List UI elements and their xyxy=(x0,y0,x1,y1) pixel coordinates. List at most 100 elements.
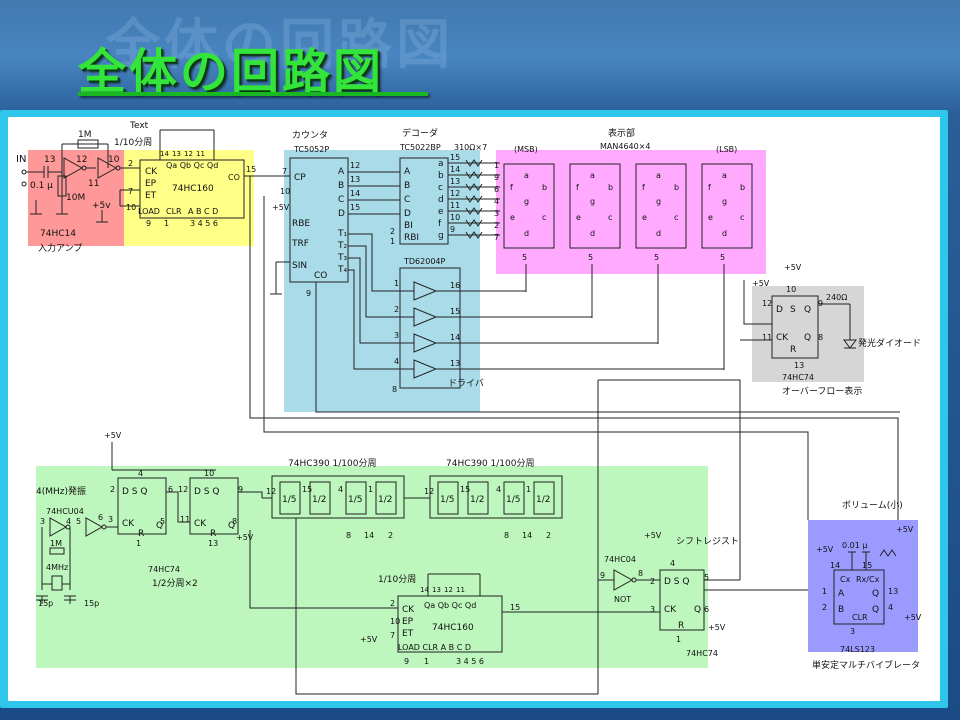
svg-text:9: 9 xyxy=(404,657,409,666)
ic-tc5022bp: TC5022BP xyxy=(399,143,441,152)
svg-text:2: 2 xyxy=(822,603,827,612)
svg-text:15: 15 xyxy=(450,307,460,316)
svg-text:f: f xyxy=(510,183,513,192)
svg-text:15: 15 xyxy=(460,485,470,494)
display-label: 表示部 xyxy=(608,127,635,139)
svg-text:TRF: TRF xyxy=(291,239,309,249)
svg-text:3: 3 xyxy=(650,605,655,614)
svg-text:1/5: 1/5 xyxy=(282,495,296,505)
svg-text:13: 13 xyxy=(450,177,460,186)
pin13: 13 xyxy=(44,155,55,165)
svg-text:a: a xyxy=(656,171,661,180)
svg-text:+5V: +5V xyxy=(360,635,378,644)
ic-74ls123: 74LS123 xyxy=(840,645,875,654)
svg-text:13: 13 xyxy=(794,361,804,370)
input-label: IN xyxy=(16,154,26,165)
svg-text:2: 2 xyxy=(390,599,395,608)
svg-text:C: C xyxy=(338,195,344,205)
svg-text:g: g xyxy=(656,197,661,206)
svg-text:b: b xyxy=(608,183,613,192)
svg-text:3: 3 xyxy=(40,517,45,526)
svg-text:9: 9 xyxy=(238,485,243,494)
svg-text:CK: CK xyxy=(194,519,207,529)
svg-text:1: 1 xyxy=(676,635,681,644)
svg-text:5: 5 xyxy=(588,253,593,262)
svg-text:D S Q: D S Q xyxy=(122,487,147,497)
ic-tc5052p: TC5052P xyxy=(293,145,329,154)
svg-text:8: 8 xyxy=(504,531,509,540)
svg-text:f: f xyxy=(576,183,579,192)
svg-text:c: c xyxy=(438,183,443,193)
svg-text:D: D xyxy=(776,305,783,315)
svg-text:9: 9 xyxy=(146,219,151,228)
pin11: 11 xyxy=(88,179,99,189)
svg-text:15p: 15p xyxy=(38,599,53,608)
svg-text:5: 5 xyxy=(704,573,709,582)
svg-text:Qa Qb Qc Qd: Qa Qb Qc Qd xyxy=(166,161,218,170)
svg-text:15: 15 xyxy=(246,165,256,174)
svg-text:9: 9 xyxy=(494,173,499,182)
svg-text:12: 12 xyxy=(424,487,434,496)
svg-text:3: 3 xyxy=(394,331,399,340)
svg-text:5: 5 xyxy=(654,253,659,262)
svg-text:RBI: RBI xyxy=(404,233,419,243)
svg-text:+5V: +5V xyxy=(752,279,770,288)
svg-text:+5V: +5V xyxy=(272,203,290,212)
div10-top-label: 1/10分周 xyxy=(114,137,152,148)
div100-b-label: 74HC390 1/100分周 xyxy=(446,458,534,469)
svg-text:5: 5 xyxy=(76,517,81,526)
svg-text:b: b xyxy=(542,183,547,192)
svg-text:+5V: +5V xyxy=(236,533,254,542)
svg-text:15: 15 xyxy=(350,203,360,212)
svg-text:16: 16 xyxy=(450,281,460,290)
svg-text:EP: EP xyxy=(402,617,414,627)
decoder-resistor: 310Ω×7 xyxy=(454,143,487,152)
ic-74hc74-ovf: 74HC74 xyxy=(782,373,814,382)
svg-text:BI: BI xyxy=(404,221,413,231)
svg-text:9: 9 xyxy=(600,571,605,580)
svg-text:+5V: +5V xyxy=(104,431,122,440)
svg-text:12: 12 xyxy=(184,150,193,158)
svg-text:f: f xyxy=(438,219,442,229)
svg-text:4: 4 xyxy=(338,485,343,494)
svg-text:1/5: 1/5 xyxy=(440,495,454,505)
svg-text:+5V: +5V xyxy=(644,531,662,540)
svg-text:B: B xyxy=(838,605,844,615)
svg-text:e: e xyxy=(708,213,713,222)
r10m-label: 10M xyxy=(66,193,85,203)
svg-text:1/2: 1/2 xyxy=(470,495,484,505)
osc-block: 4(MHz)発振 74HCU04 3 4 5 6 1M 4MHz 15p 15p xyxy=(36,485,118,608)
driver-label: ドライバ xyxy=(448,378,484,389)
svg-text:B: B xyxy=(404,181,410,191)
svg-text:8: 8 xyxy=(818,333,823,342)
svg-text:14: 14 xyxy=(522,531,532,540)
svg-text:Q: Q xyxy=(804,305,811,315)
svg-text:6: 6 xyxy=(168,485,173,494)
svg-text:10: 10 xyxy=(786,285,796,294)
svg-text:11: 11 xyxy=(450,201,460,210)
digit-4: a b g c d e f 5 xyxy=(701,163,753,262)
svg-text:e: e xyxy=(510,213,515,222)
svg-text:0.01 μ: 0.01 μ xyxy=(842,541,867,550)
svg-text:Q: Q xyxy=(804,333,811,343)
svg-text:c: c xyxy=(542,213,546,222)
svg-text:8: 8 xyxy=(232,517,237,526)
svg-text:D: D xyxy=(404,209,411,219)
counter-label: カウンタ xyxy=(292,130,328,141)
svg-text:T₁: T₁ xyxy=(337,229,347,239)
svg-text:11: 11 xyxy=(762,333,772,342)
oneshot-block: ボリューム(小) 0.01 μ +5V +5V +5V Cx Rx/Cx A B… xyxy=(816,500,922,654)
digit-2: a b g c d e f 5 xyxy=(569,163,621,262)
svg-text:CK: CK xyxy=(664,605,677,615)
svg-text:CK: CK xyxy=(145,167,158,177)
div100-a: 74HC390 1/100分周 1/5 1/2 1/5 1/2 12 15 4 … xyxy=(262,458,405,540)
vcc-5v: +5v xyxy=(92,201,111,211)
svg-text:a: a xyxy=(524,171,529,180)
region-lower xyxy=(36,466,708,668)
svg-text:d: d xyxy=(590,229,595,238)
svg-text:LOAD CLR A B C D: LOAD CLR A B C D xyxy=(398,643,471,652)
svg-text:+5V: +5V xyxy=(708,623,726,632)
svg-text:EP: EP xyxy=(145,179,157,189)
svg-text:1M: 1M xyxy=(50,539,62,548)
svg-text:B: B xyxy=(338,181,344,191)
